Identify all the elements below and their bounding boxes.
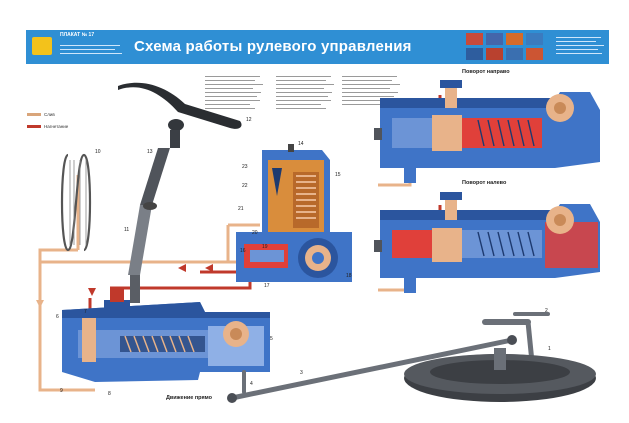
svg-text:6: 6 [56,314,59,320]
legend-pressure-label: Нагнетание [44,124,69,129]
svg-text:16: 16 [240,248,246,254]
svg-text:3: 3 [300,370,303,376]
svg-text:8: 8 [108,391,111,397]
oil-cooler-coil [60,153,92,252]
caption-right-turn: Поворот направо [462,69,510,75]
svg-text:4: 4 [250,381,253,387]
steering-column [128,148,170,303]
svg-text:17: 17 [264,283,270,289]
svg-text:23: 23 [242,164,248,170]
poster-number: ПЛАКАТ № 17 [60,32,95,38]
svg-text:10: 10 [95,149,101,155]
svg-text:11: 11 [124,227,129,233]
svg-text:22: 22 [242,183,248,189]
svg-text:14: 14 [298,141,304,147]
legend-drain: Слив [27,112,55,117]
legend-drain-label: Слив [44,112,55,117]
svg-text:7: 7 [84,309,87,315]
svg-text:5: 5 [270,336,273,342]
svg-text:2: 2 [545,308,548,314]
pressure-swatch [27,125,41,129]
svg-text:15: 15 [335,172,341,178]
caption-straight: Движение прямо [166,395,213,401]
poster-title: Схема работы рулевого управления [134,38,412,55]
svg-text:20: 20 [252,230,258,236]
svg-text:18: 18 [346,273,352,279]
tie-rod-end-left [227,393,237,403]
pump-and-tank [236,144,352,282]
svg-text:21: 21 [238,206,244,212]
gear-left-turn [374,192,600,293]
svg-text:13: 13 [147,149,153,155]
tie-rod-end-right [507,335,517,345]
svg-text:19: 19 [262,244,268,250]
legend-pressure: Нагнетание [27,124,68,129]
part-number-labels: 10 11 13 12 14 15 18 19 20 21 22 23 16 1… [56,117,551,397]
main-steering-gear [62,288,270,382]
svg-text:1: 1 [548,346,551,352]
related-posters-thumbnails [466,33,546,61]
gear-right-turn [374,80,600,183]
caption-left-turn: Поворот налево [462,180,507,186]
truck-logo-icon [32,37,52,55]
front-wheel [404,348,596,402]
parts-list-lines [60,37,604,109]
svg-text:9: 9 [60,388,63,394]
steering-wheel [118,82,242,148]
drain-swatch [27,113,41,117]
svg-text:12: 12 [246,117,252,123]
